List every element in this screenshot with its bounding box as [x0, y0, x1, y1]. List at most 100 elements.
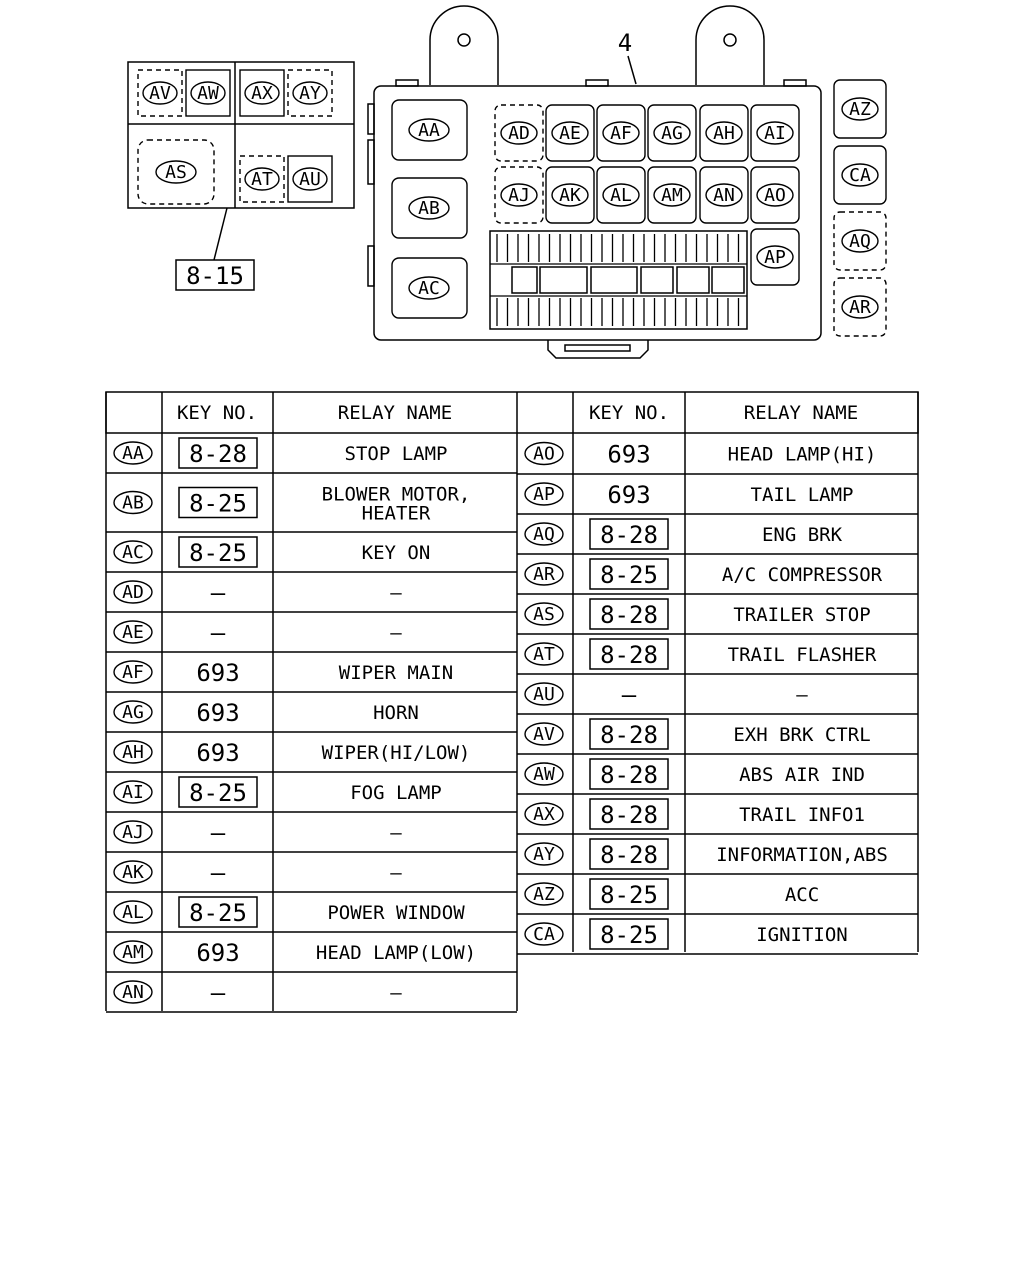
row-name: ENG BRK: [762, 524, 843, 546]
row-name: INFORMATION,ABS: [716, 844, 888, 866]
relay-label-az: AZ: [849, 99, 871, 120]
table-row: AU——: [517, 681, 918, 715]
key-ref-frame: [589, 638, 669, 670]
row-id-oval: [113, 540, 153, 564]
row-id-oval: [113, 441, 153, 465]
relay-socket: [545, 104, 595, 162]
row-id-oval: [524, 441, 564, 466]
row-key: 693: [607, 441, 650, 469]
relay-label-al: AL: [610, 185, 632, 206]
relay-label-ao-oval: [756, 183, 794, 207]
right-name-header: RELAY NAME: [744, 402, 858, 424]
row-id-oval: [113, 580, 153, 604]
table-row: AD——: [106, 579, 517, 613]
relay-label-ca-oval: [841, 163, 879, 187]
relay-socket: [596, 166, 646, 224]
relay-label-ae-oval: [551, 121, 589, 145]
relay-socket: [494, 104, 544, 162]
row-id-oval: [524, 882, 564, 906]
table-row: AN——: [106, 979, 517, 1013]
relay-label-ab-oval: [408, 196, 450, 220]
relay-socket: [239, 155, 285, 203]
row-key: 8-25: [600, 921, 658, 949]
row-id-oval: [524, 562, 564, 586]
key-ref-frame: [589, 558, 669, 590]
row-id: AK: [122, 862, 144, 883]
row-key: —: [211, 619, 226, 647]
row-name: TRAILER STOP: [733, 604, 870, 626]
row-id: AB: [122, 493, 144, 514]
row-key: 8-25: [189, 779, 247, 807]
relay-socket: [833, 277, 887, 337]
row-id-oval: [524, 482, 564, 506]
relay-label-aa: AA: [418, 120, 440, 141]
relay-label-ag-oval: [653, 121, 691, 145]
row-id-oval: [113, 860, 153, 884]
key-ref-frame: [178, 776, 258, 808]
row-id-oval: [524, 842, 564, 866]
relay-label-ar-oval: [841, 295, 879, 319]
row-key: 8-28: [189, 440, 247, 468]
row-id: AE: [122, 622, 144, 643]
row-key: 8-28: [600, 721, 658, 749]
relay-label-as-oval: [155, 160, 197, 184]
relay-label-at: AT: [251, 169, 273, 190]
row-name: TRAIL INFO1: [739, 804, 865, 826]
row-id: AA: [122, 443, 144, 464]
row-id: AU: [533, 684, 555, 705]
sub-box-ref-label: 8-15: [186, 262, 244, 290]
row-id-oval: [113, 700, 153, 724]
row-id: AX: [533, 804, 555, 825]
key-ref-frame: [589, 758, 669, 790]
relay-label-aj: AJ: [508, 185, 530, 206]
left-key-header: KEY NO.: [177, 402, 257, 424]
row-name: —: [390, 582, 402, 604]
relay-label-ca: CA: [849, 165, 871, 186]
main-box-ref-label: 4: [618, 29, 632, 57]
row-key: —: [211, 819, 226, 847]
relay-label-am: AM: [661, 185, 683, 206]
row-key: 8-28: [600, 761, 658, 789]
row-id-oval: [113, 940, 153, 964]
row-name: TRAIL FLASHER: [728, 644, 877, 666]
table-row: AE——: [106, 619, 517, 653]
relay-label-am-oval: [653, 183, 691, 207]
row-id: AG: [122, 702, 144, 723]
row-name: HEAD LAMP(LOW): [316, 942, 476, 964]
row-name: —: [390, 982, 402, 1004]
row-id: AC: [122, 542, 144, 563]
row-key: 693: [196, 699, 239, 727]
row-id: AV: [533, 724, 555, 745]
relay-label-aq-oval: [841, 229, 879, 253]
row-id-oval: [524, 722, 564, 746]
row-key: —: [211, 979, 226, 1007]
relay-socket: [699, 104, 749, 162]
key-ref-frame: [178, 896, 258, 928]
table-row: AK——: [106, 859, 517, 893]
main-relay-box: [367, 5, 822, 359]
relay-label-ao: AO: [764, 185, 786, 206]
relay-label-aa-oval: [408, 118, 450, 142]
row-id-oval: [113, 900, 153, 924]
relay-label-ah-oval: [705, 121, 743, 145]
row-key: —: [211, 579, 226, 607]
relay-socket: [239, 69, 285, 117]
relay-socket: [287, 69, 333, 117]
row-key: 8-28: [600, 641, 658, 669]
relay-label-aj-oval: [500, 183, 538, 207]
row-name: EXH BRK CTRL: [733, 724, 870, 746]
row-key: —: [622, 681, 637, 709]
relay-socket: [596, 104, 646, 162]
fuse-ticks: [490, 234, 747, 326]
